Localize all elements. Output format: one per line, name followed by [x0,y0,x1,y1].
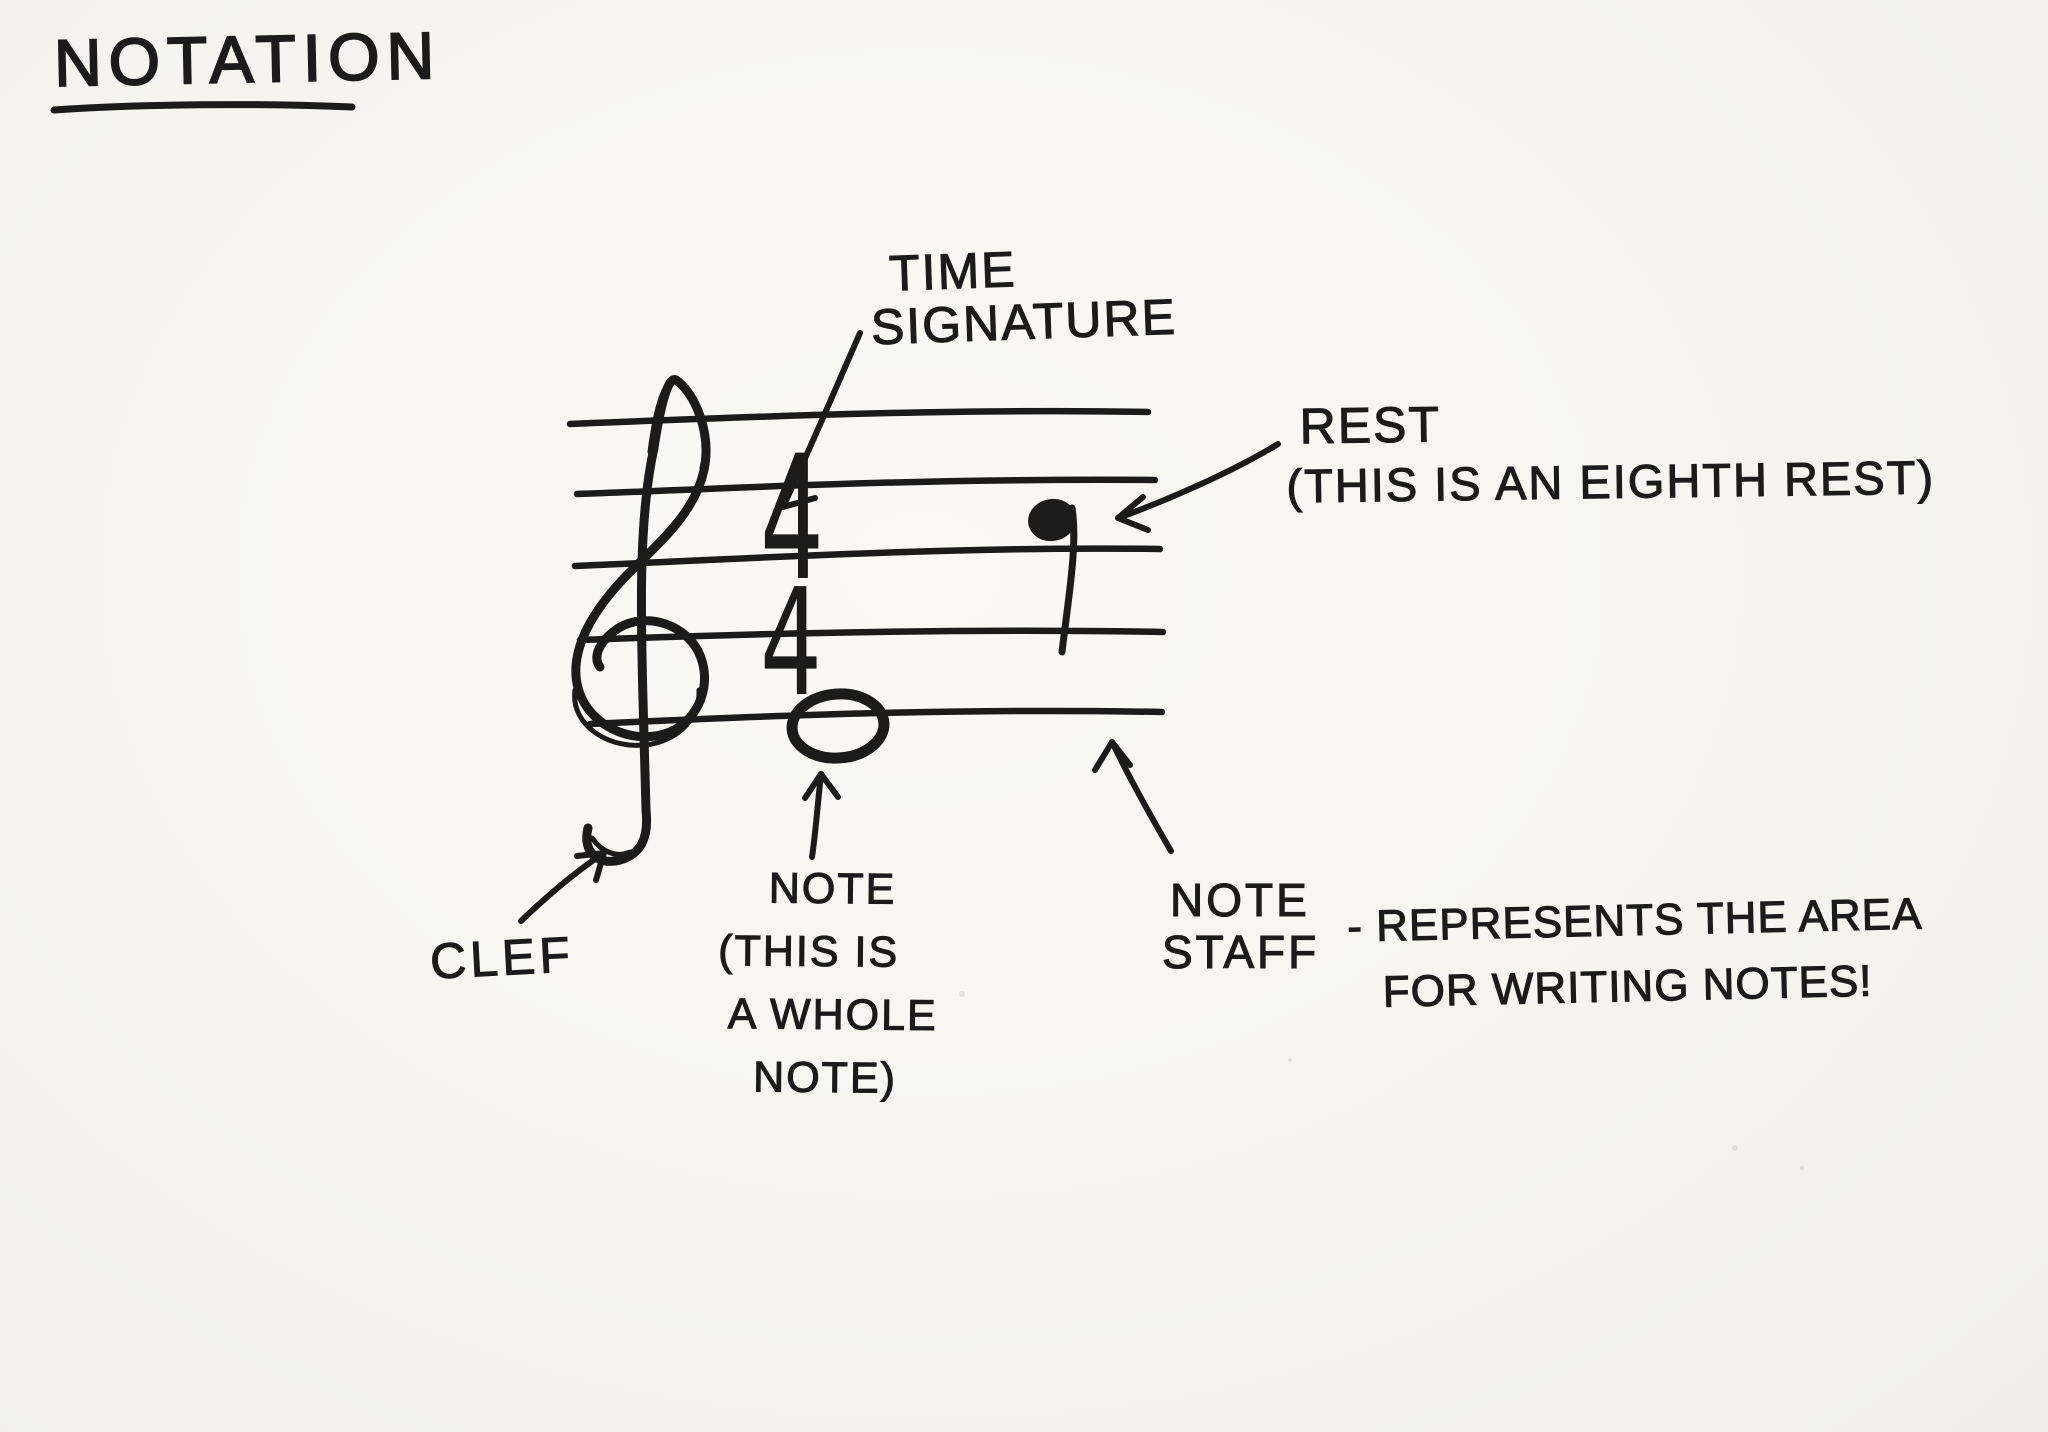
arrow-to-rest [1115,441,1281,533]
annotation-arrows [518,330,1281,924]
page-title: NOTATION [52,17,443,101]
paper-smudges [959,915,1805,1171]
treble-clef-icon [571,375,711,866]
staff-line-4 [576,627,1167,644]
rest-label: REST (THIS IS AN EIGHTH REST) [1286,396,1936,513]
arrow-to-clef [518,850,607,924]
note-staff-description: - REPRESENTS THE AREA FOR WRITING NOTES! [1346,889,1923,1017]
arrow-to-whole-note [802,771,841,860]
clef-label: CLEF [428,926,576,991]
eighth-rest-icon [1028,498,1078,656]
arrow-to-staff [1092,739,1174,854]
time-signature: 4 4 [760,418,824,729]
whole-note-icon [786,688,890,764]
whole-note-label: NOTE (THIS IS A WHOLE NOTE) [718,864,939,1103]
title-underline [50,101,356,114]
staff-line-1 [566,407,1152,428]
arrow-to-time-signature [780,330,863,510]
time-signature-top: 4 [760,418,824,619]
staff-line-2 [573,476,1159,498]
note-staff-label: NOTE STAFF [1161,873,1320,978]
time-signature-label: TIME SIGNATURE [869,241,1178,356]
staff-line-5 [586,707,1166,728]
